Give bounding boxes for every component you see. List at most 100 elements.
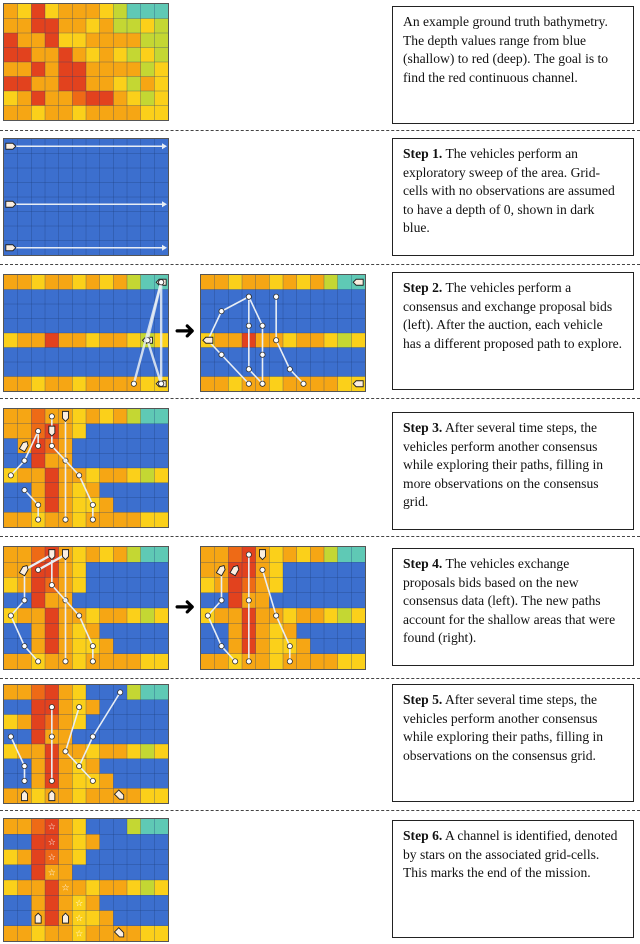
grid-cell bbox=[72, 318, 87, 334]
grid-cell bbox=[58, 362, 73, 377]
grid-cell bbox=[310, 362, 325, 377]
grid-cell bbox=[351, 304, 365, 319]
waypoint bbox=[89, 658, 96, 665]
caption-text: An example ground truth bathymetry. The … bbox=[403, 14, 609, 85]
grid-cell bbox=[45, 819, 59, 835]
grid-cell bbox=[99, 864, 114, 881]
grid-cell bbox=[4, 895, 18, 911]
grid-cell bbox=[127, 547, 141, 563]
grid-cell bbox=[255, 653, 270, 669]
grid-cell bbox=[113, 33, 128, 48]
grid-cell bbox=[113, 623, 128, 639]
grid-cell bbox=[17, 333, 32, 348]
grid-cell bbox=[269, 623, 284, 639]
grid-cell bbox=[113, 275, 128, 290]
grid-cell bbox=[140, 18, 155, 34]
grid-cell bbox=[58, 33, 73, 48]
grid-cell bbox=[4, 834, 18, 850]
grid-cell bbox=[113, 153, 128, 169]
grid-cell bbox=[17, 289, 32, 305]
grid-cell bbox=[127, 47, 141, 63]
vehicle-icon bbox=[48, 549, 56, 561]
grid-cell bbox=[86, 33, 100, 48]
grid-cell bbox=[17, 275, 32, 290]
grid-cell bbox=[31, 849, 46, 866]
grid-cell bbox=[72, 438, 87, 454]
grid-cell bbox=[337, 376, 352, 391]
grid-cell bbox=[127, 182, 141, 198]
grid-cell bbox=[154, 623, 168, 639]
grid-cell bbox=[31, 33, 46, 48]
grid-cell bbox=[99, 318, 114, 334]
grid-cell bbox=[127, 76, 141, 92]
grid-cell bbox=[99, 226, 114, 241]
grid-cell bbox=[140, 729, 155, 745]
grid-cell bbox=[140, 864, 155, 881]
grid-cell bbox=[17, 864, 32, 881]
grid-cell bbox=[58, 714, 73, 730]
grid-cell bbox=[72, 623, 87, 639]
grid-cell bbox=[72, 864, 87, 881]
waypoint bbox=[245, 551, 252, 558]
grid-cell bbox=[86, 699, 100, 715]
grid-cell bbox=[31, 362, 46, 377]
grid-cell bbox=[4, 577, 18, 594]
grid-cell bbox=[140, 653, 155, 669]
grid-cell bbox=[31, 18, 46, 34]
caption-text: A channel is identified, denoted by star… bbox=[403, 828, 618, 880]
grid-cell bbox=[113, 333, 128, 348]
grid-cell bbox=[296, 547, 311, 563]
grid-cell bbox=[4, 497, 18, 513]
grid-cell bbox=[296, 653, 311, 669]
grid-cell bbox=[58, 4, 73, 19]
grid-cell bbox=[45, 91, 59, 106]
grid-cell bbox=[72, 347, 87, 363]
grid-cell bbox=[113, 182, 128, 198]
grid-cell bbox=[4, 685, 18, 701]
grid-cell bbox=[214, 376, 229, 391]
grid-cell bbox=[154, 105, 168, 120]
grid-cell bbox=[324, 347, 338, 363]
grid-cell bbox=[228, 623, 243, 639]
step-label: Step 4. bbox=[403, 556, 443, 571]
grid-cell bbox=[17, 468, 32, 484]
grid-cell bbox=[4, 512, 18, 527]
grid-cell bbox=[45, 453, 59, 469]
grid-cell bbox=[17, 714, 32, 730]
grid-cell bbox=[351, 347, 365, 363]
grid-cell bbox=[99, 758, 114, 774]
grid-cell bbox=[201, 318, 215, 334]
grid-cell bbox=[31, 758, 46, 774]
grid-cell bbox=[140, 47, 155, 63]
grid-cell bbox=[140, 76, 155, 92]
grid-cell bbox=[337, 623, 352, 639]
grid-cell bbox=[86, 153, 100, 169]
grid-cell bbox=[154, 729, 168, 745]
grid-cell bbox=[269, 362, 284, 377]
grid-cell bbox=[4, 758, 18, 774]
grid-cell bbox=[58, 819, 73, 835]
grid-cell bbox=[72, 362, 87, 377]
grid-cell bbox=[45, 482, 59, 498]
grid-cell bbox=[154, 438, 168, 454]
grid-cell bbox=[113, 608, 128, 624]
grid-cell bbox=[255, 623, 270, 639]
channel-star-icon: ☆ bbox=[48, 838, 56, 848]
grid-cell bbox=[140, 880, 155, 896]
waypoint bbox=[245, 293, 252, 300]
waypoint bbox=[48, 777, 55, 784]
grid-cell bbox=[154, 47, 168, 63]
grid-cell bbox=[31, 880, 46, 896]
grid-cell bbox=[17, 362, 32, 377]
grid-cell bbox=[4, 333, 18, 348]
waypoint bbox=[117, 689, 124, 696]
waypoint bbox=[62, 658, 69, 665]
waypoint bbox=[245, 322, 252, 329]
vehicle-icon bbox=[352, 278, 364, 286]
grid-cell bbox=[99, 547, 114, 563]
grid-cell bbox=[310, 638, 325, 655]
grid-cell bbox=[127, 638, 141, 655]
vehicle-icon bbox=[259, 549, 266, 561]
grid-cell bbox=[113, 91, 128, 106]
grid-cell bbox=[45, 4, 59, 19]
